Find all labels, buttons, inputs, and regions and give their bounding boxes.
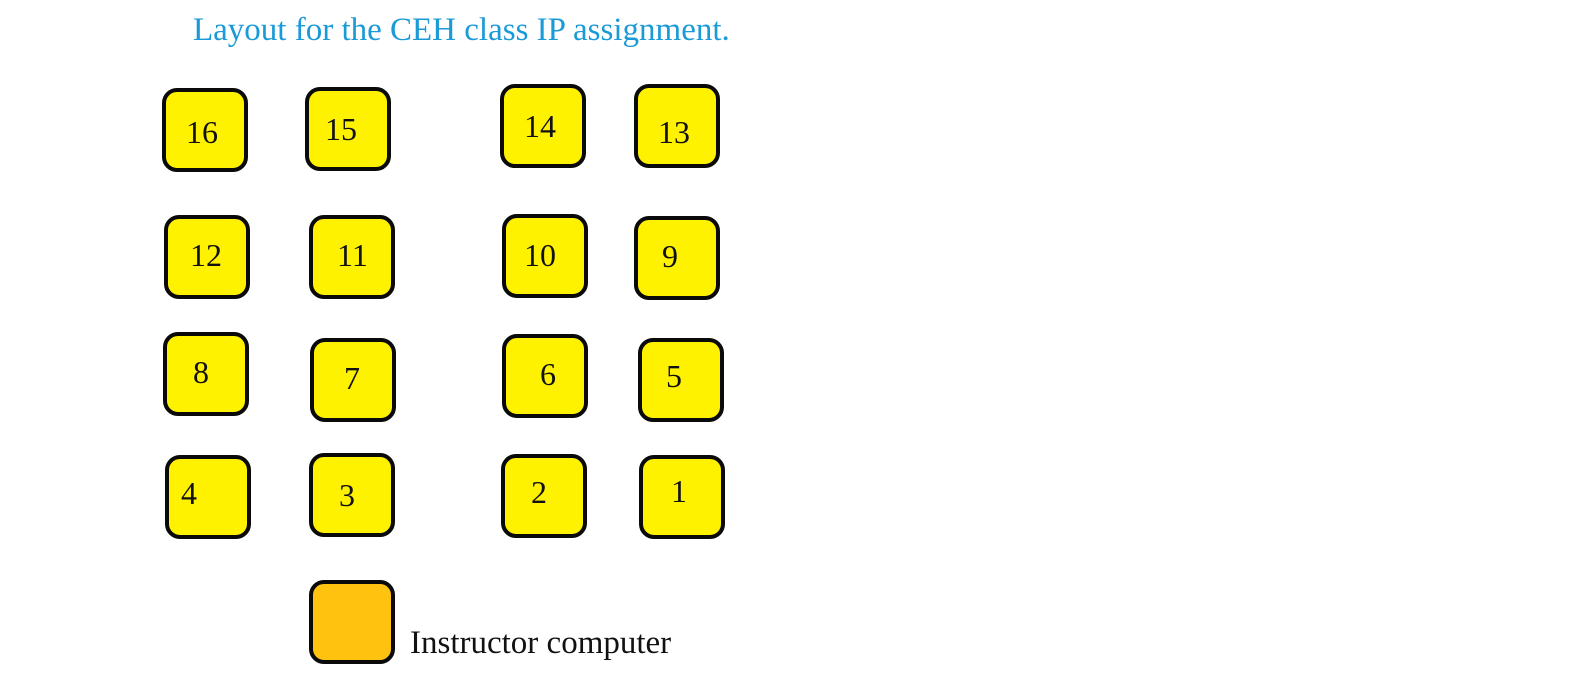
station-number: 12 <box>190 237 222 273</box>
station-number: 4 <box>181 475 197 511</box>
station-number: 16 <box>186 114 218 150</box>
station-number: 15 <box>325 111 357 147</box>
station-number: 13 <box>658 114 690 150</box>
station-15: 15 <box>305 87 391 171</box>
station-10: 10 <box>502 214 588 298</box>
station-4: 4 <box>165 455 251 539</box>
station-number: 14 <box>524 108 556 144</box>
station-9: 9 <box>634 216 720 300</box>
station-number: 3 <box>339 477 355 513</box>
station-3: 3 <box>309 453 395 537</box>
station-7: 7 <box>310 338 396 422</box>
station-11: 11 <box>309 215 395 299</box>
station-number: 9 <box>662 238 678 274</box>
station-2: 2 <box>501 454 587 538</box>
station-14: 14 <box>500 84 586 168</box>
station-8: 8 <box>163 332 249 416</box>
station-number: 6 <box>540 356 556 392</box>
instructor-label: Instructor computer <box>410 625 672 661</box>
station-6: 6 <box>502 334 588 418</box>
station-1: 1 <box>639 455 725 539</box>
station-number: 5 <box>666 358 682 394</box>
station-number: 1 <box>671 473 687 509</box>
station-13: 13 <box>634 84 720 168</box>
diagram-title: Layout for the CEH class IP assignment. <box>193 12 730 48</box>
station-number: 11 <box>337 237 368 273</box>
station-number: 7 <box>344 360 360 396</box>
station-number: 10 <box>524 237 556 273</box>
station-number: 2 <box>531 474 547 510</box>
instructor-station <box>309 580 395 664</box>
station-12: 12 <box>164 215 250 299</box>
station-number: 8 <box>193 354 209 390</box>
station-16: 16 <box>162 88 248 172</box>
station-5: 5 <box>638 338 724 422</box>
